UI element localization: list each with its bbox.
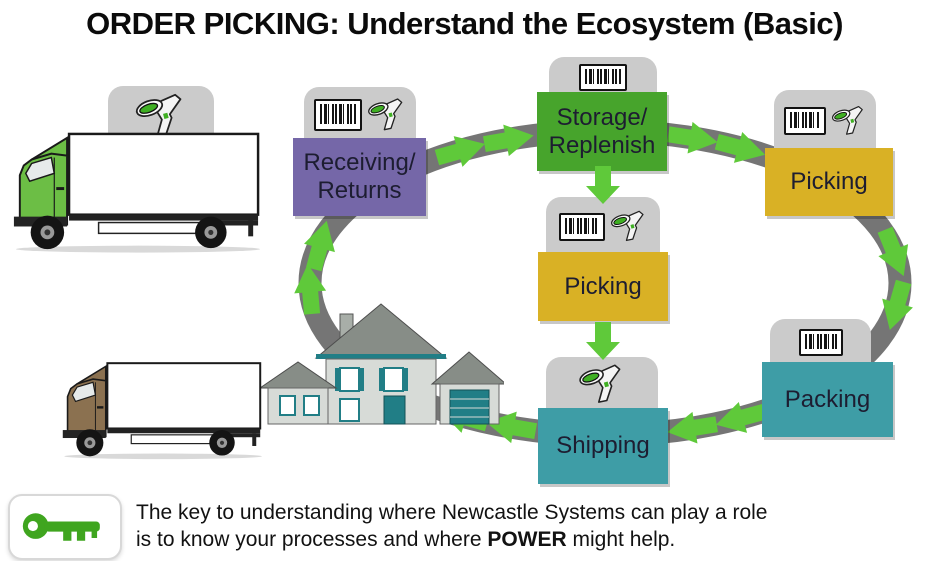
node-shipping: Shipping bbox=[538, 408, 668, 484]
packing-scan-tab bbox=[770, 319, 871, 364]
storage-scan-tab bbox=[549, 57, 657, 95]
footer-line-2: is to know your processes and where POWE… bbox=[136, 528, 676, 551]
footer-line-1: The key to understanding where Newcastle… bbox=[136, 501, 768, 524]
node-picking-mid: Picking bbox=[538, 252, 668, 321]
node-label: Replenish bbox=[548, 131, 656, 159]
node-label: Packing bbox=[784, 385, 871, 413]
key-badge bbox=[8, 494, 122, 560]
barcode-scanner-icon bbox=[366, 98, 402, 131]
node-label: Picking bbox=[790, 168, 868, 196]
receiving-scan-tab bbox=[304, 87, 416, 141]
node-picking: Picking bbox=[765, 148, 893, 216]
node-label: Storage/ bbox=[556, 103, 648, 131]
barcode-icon bbox=[313, 99, 362, 131]
node-storage-replenish: Storage/ Replenish bbox=[537, 92, 667, 171]
delivery-truck-brown bbox=[61, 362, 263, 461]
node-label: Picking bbox=[564, 272, 642, 300]
delivery-truck-green bbox=[12, 132, 262, 254]
barcode-icon bbox=[783, 107, 826, 135]
node-packing: Packing bbox=[762, 362, 893, 437]
barcode-icon bbox=[579, 63, 627, 91]
barcode-icon bbox=[798, 329, 843, 356]
key-icon bbox=[22, 513, 100, 541]
barcode-scanner-icon bbox=[578, 364, 621, 403]
node-label: Receiving/ bbox=[303, 149, 416, 177]
footer-caption: The key to understanding where Newcastle… bbox=[136, 499, 918, 553]
node-label: Shipping bbox=[556, 432, 650, 460]
picking-scan-tab bbox=[774, 90, 876, 150]
barcode-scanner-icon bbox=[609, 210, 644, 242]
picking-mid-scan-tab bbox=[546, 197, 660, 254]
barcode-icon bbox=[558, 212, 605, 241]
shipping-scan-tab bbox=[546, 357, 658, 410]
node-label: Returns bbox=[317, 177, 402, 204]
house-illustration bbox=[259, 303, 504, 425]
node-receiving-returns: Receiving/ Returns bbox=[293, 138, 426, 216]
page-title: ORDER PICKING: Understand the Ecosystem … bbox=[86, 6, 843, 41]
barcode-scanner-icon bbox=[830, 105, 863, 135]
